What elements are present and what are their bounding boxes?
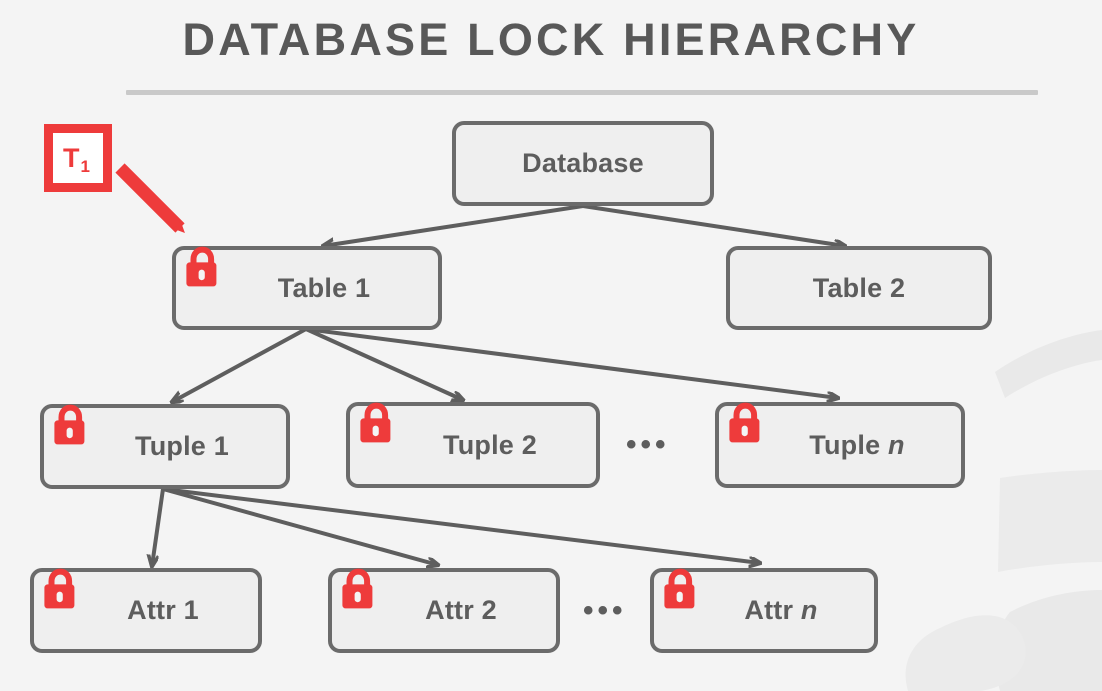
lock-icon [342,568,373,609]
node-attr-2-label: Attr 2 [425,595,497,625]
node-tuple-2-label: Tuple 2 [443,429,537,460]
edge-t1-table1 [115,163,185,233]
node-attr-1-label: Attr 1 [127,595,199,625]
tuple-row-ellipsis: ••• [626,428,670,461]
transaction-marker-label: T1 [63,142,90,176]
lock-icon [360,402,391,443]
node-table-2[interactable]: Table 2 [726,246,992,330]
lock-icon [729,402,760,443]
edge-table1-tuplen [304,327,838,398]
node-attr-2[interactable]: Attr 2 [328,568,560,653]
lock-icon [664,568,695,609]
transaction-marker-t1[interactable]: T1 [44,124,112,192]
node-tuple-n-label: Tuple n [809,429,905,460]
edge-database-table1 [323,204,585,246]
node-database[interactable]: Database [452,121,714,206]
node-tuple-1[interactable]: Tuple 1 [40,404,290,489]
node-attr-n-label: Attr n [744,595,818,625]
lock-icon [44,568,75,609]
node-attr-1[interactable]: Attr 1 [30,568,262,653]
edge-tuple1-attrn [161,487,760,563]
edge-database-table2 [581,204,845,246]
edge-tuple1-attr1 [152,487,165,566]
lock-icon [54,404,85,445]
title-divider [126,90,1038,95]
edge-tuple1-attr2 [161,487,438,565]
node-database-label: Database [522,148,644,178]
lock-icon [186,246,217,287]
node-table-1[interactable]: Table 1 [172,246,442,330]
node-table-2-label: Table 2 [812,272,906,303]
node-tuple-n[interactable]: Tuple n [715,402,965,488]
edge-table1-tuple1 [172,327,308,402]
node-tuple-2[interactable]: Tuple 2 [346,402,600,488]
page-title: DATABASE LOCK HIERARCHY [182,14,920,65]
node-tuple-1-label: Tuple 1 [135,431,229,461]
node-table-1-label: Table 1 [277,272,371,303]
attr-row-ellipsis: ••• [583,594,627,627]
node-attr-n[interactable]: Attr n [650,568,878,653]
edge-table1-tuple2 [304,327,463,400]
